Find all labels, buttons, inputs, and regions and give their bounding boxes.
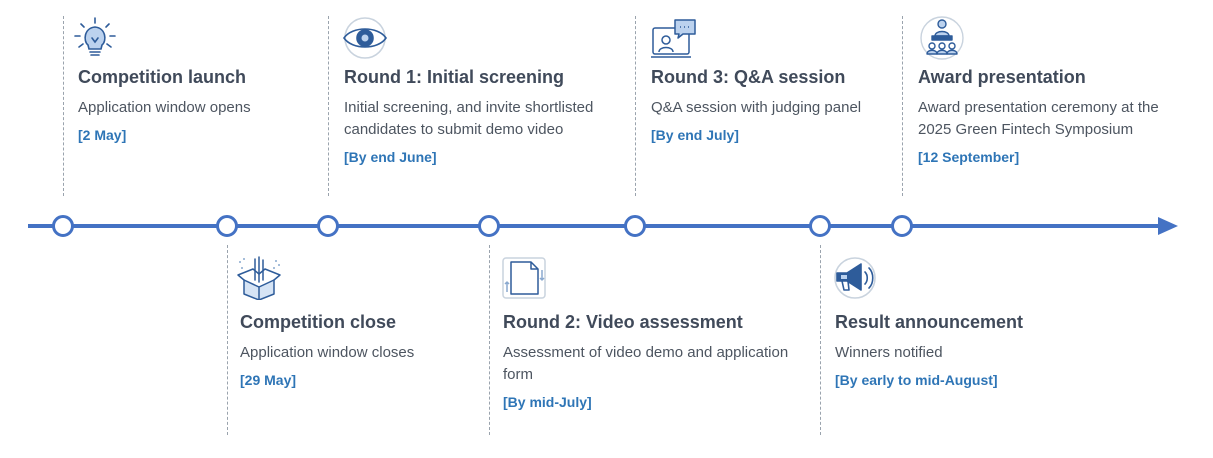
milestone-dot-result <box>809 215 831 237</box>
milestone-title: Round 2: Video assessment <box>503 312 743 332</box>
milestone-date: [29 May] <box>240 372 297 388</box>
connector-line <box>902 16 903 196</box>
milestone-dot-round2 <box>478 215 500 237</box>
milestone-title: Competition close <box>240 312 397 332</box>
milestone-dot-round3 <box>624 215 646 237</box>
megaphone-icon <box>833 256 879 300</box>
milestone-dot-award <box>891 215 913 237</box>
document-icon <box>501 256 547 300</box>
timeline-axis <box>28 224 1162 228</box>
milestone-description: Application window opens <box>78 99 251 116</box>
milestone-title: Award presentation <box>918 67 1086 87</box>
milestone-description: Award presentation ceremony at the 2025 … <box>918 99 1159 138</box>
milestone-date: [By end July] <box>651 127 739 143</box>
milestone-date: [2 May] <box>78 127 127 143</box>
milestone-date: [By mid-July] <box>503 394 592 410</box>
milestone-description: Initial screening, and invite shortliste… <box>344 99 594 138</box>
milestone-title: Round 1: Initial screening <box>344 67 565 87</box>
video-call-icon <box>651 16 697 60</box>
eye-icon <box>342 16 388 60</box>
milestone-title: Round 3: Q&A session <box>651 67 846 87</box>
milestone-description: Q&A session with judging panel <box>651 99 862 116</box>
lightbulb-icon <box>72 16 118 60</box>
timeline-arrowhead <box>1158 217 1178 235</box>
milestone-date: [By early to mid-August] <box>835 372 998 388</box>
connector-line <box>489 245 490 435</box>
milestone-dot-launch <box>52 215 74 237</box>
connector-line <box>63 16 64 196</box>
milestone-dot-round1 <box>317 215 339 237</box>
milestone-description: Application window closes <box>240 344 415 361</box>
connector-line <box>328 16 329 196</box>
connector-line <box>635 16 636 196</box>
milestone-date: [12 September] <box>918 149 1020 165</box>
presenter-icon <box>919 16 965 60</box>
open-box-icon <box>236 256 282 300</box>
milestone-description: Assessment of video demo and application… <box>503 344 789 383</box>
connector-line <box>227 245 228 435</box>
connector-line <box>820 245 821 435</box>
milestone-dot-close <box>216 215 238 237</box>
milestone-description: Winners notified <box>835 344 943 361</box>
milestone-title: Result announcement <box>835 312 1024 332</box>
milestone-title: Competition launch <box>78 67 246 87</box>
milestone-date: [By end June] <box>344 149 437 165</box>
